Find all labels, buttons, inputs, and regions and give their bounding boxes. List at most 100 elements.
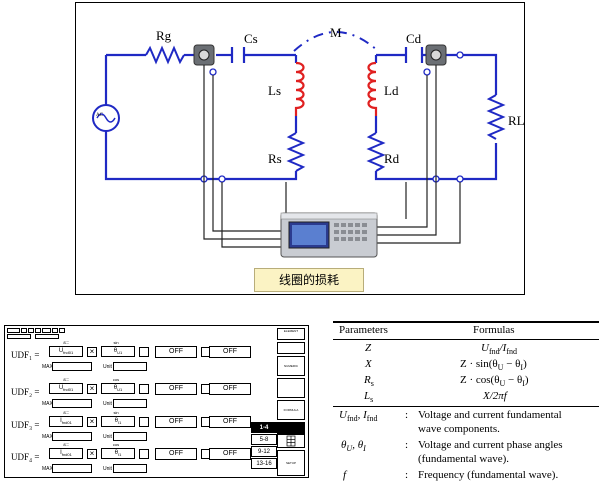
function-sub: I1 [118, 452, 122, 458]
resistor-rl-icon [486, 94, 506, 140]
label-ls: Ls [268, 83, 281, 98]
label-rs: Rs [268, 151, 282, 166]
off-field-2[interactable]: OFF [209, 383, 251, 395]
formula-z: Ufnd/Ifnd [481, 342, 517, 356]
numerator-caption: 8∶∶∶ [63, 410, 69, 415]
def-text: Voltage and current fundamental [418, 409, 562, 421]
max-label: MAX [42, 466, 53, 472]
def-text: Voltage and current phase angles [418, 439, 563, 451]
off-field-2[interactable]: OFF [209, 346, 251, 358]
off-field-2[interactable]: OFF [209, 448, 251, 460]
max-field[interactable] [52, 362, 92, 371]
grid-icon[interactable] [277, 434, 305, 448]
operator-slot[interactable] [139, 417, 149, 427]
operator-slot[interactable] [139, 347, 149, 357]
softkey-formula[interactable]: FORMULA [277, 400, 305, 420]
def-sym-theta-u: θ [341, 439, 347, 451]
function-caption: sin [113, 340, 119, 345]
unit-field[interactable] [113, 432, 147, 441]
formula-rs-mid: − θ [505, 374, 523, 386]
numerator-field[interactable]: Ufnd01 [49, 346, 83, 357]
numerator-text: I [60, 450, 62, 456]
unit-label: Unit [103, 466, 112, 472]
formula-rs-sub-a: U [499, 379, 506, 389]
softkey-active[interactable] [277, 422, 305, 434]
def-text: Frequency (fundamental wave). [418, 469, 559, 481]
numerator-sub: fnd01 [61, 420, 72, 426]
udf-label: UDF₃ = [11, 420, 40, 430]
table-mid-rule [333, 406, 599, 407]
operator-slot[interactable] [139, 449, 149, 459]
max-field[interactable] [52, 432, 92, 441]
function-caption: sin [113, 410, 119, 415]
formula-x-mid: − θ [503, 358, 521, 370]
circuit-diagram [92, 31, 506, 258]
label-rg: Rg [156, 28, 172, 43]
table-header-rule [333, 339, 599, 340]
off-field-1[interactable]: OFF [155, 383, 197, 395]
def-sym-i: , I [357, 409, 367, 421]
label-source: AC [96, 113, 103, 118]
numerator-sub: fnd01 [63, 350, 74, 356]
max-label: MAX [42, 434, 53, 440]
top-field [35, 334, 59, 339]
operator-button[interactable]: × [87, 347, 97, 357]
function-caption: cos [112, 377, 120, 382]
numerator-caption: 8∶∶∶ [63, 377, 69, 382]
caption: 线圈的损耗 [254, 268, 364, 292]
softkey-blank[interactable] [277, 378, 305, 398]
off-field-1[interactable]: OFF [155, 416, 197, 428]
tab-13-16[interactable]: 13-16 [251, 458, 277, 469]
resistor-rd-icon [366, 132, 386, 172]
max-label: MAX [42, 364, 53, 370]
unit-field[interactable] [113, 362, 147, 371]
coil-ls-icon [294, 61, 305, 116]
numerator-text: I [60, 418, 62, 424]
unit-field[interactable] [113, 399, 147, 408]
numerator-caption: 8∶∶∶ [63, 442, 69, 447]
operator-button[interactable]: × [87, 417, 97, 427]
numerator-field[interactable]: Ifnd01 [49, 416, 83, 427]
max-field[interactable] [52, 399, 92, 408]
off-field-1[interactable]: OFF [155, 346, 197, 358]
operator-button[interactable]: × [87, 449, 97, 459]
numerator-field[interactable]: Ufnd01 [49, 383, 83, 394]
tab-5-8[interactable]: 5-8 [251, 434, 277, 445]
param-rs: Rs [364, 374, 374, 388]
function-field[interactable]: θI1 [101, 448, 135, 459]
capacitor-cd-icon [404, 47, 424, 63]
off-field-1[interactable]: OFF [155, 448, 197, 460]
udf-label: UDF₁ = [11, 350, 40, 360]
unit-label: Unit [103, 401, 112, 407]
coil-ld-icon [367, 61, 378, 116]
softkey-numeric[interactable]: NUMERIC [277, 356, 305, 376]
def-sym-u-sub: fnd [346, 414, 358, 424]
function-field[interactable]: θU1 [101, 383, 135, 394]
numerator-field[interactable]: Ifnd01 [49, 448, 83, 459]
operator-slot[interactable] [139, 384, 149, 394]
tab-1-4[interactable]: 1-4 [251, 422, 277, 433]
def-sep: : [405, 439, 409, 451]
label-m: M [330, 25, 342, 40]
function-field[interactable]: θU1 [101, 346, 135, 357]
operator-button[interactable]: × [87, 384, 97, 394]
unit-field[interactable] [113, 464, 147, 473]
function-field[interactable]: θI1 [101, 416, 135, 427]
tab-9-12[interactable]: 9-12 [251, 446, 277, 457]
formula-z-u: U [481, 342, 489, 354]
formula-rs-end: ) [524, 374, 529, 386]
max-field[interactable] [52, 464, 92, 473]
top-field [52, 328, 58, 333]
resistor-rs-icon [286, 132, 306, 172]
softkey-blank[interactable] [277, 342, 305, 354]
top-field [7, 334, 31, 339]
softkey-setup[interactable]: SETUP [277, 450, 305, 476]
def-symbol-theta: θU, θI [341, 439, 366, 453]
softkey-element[interactable]: ELEMENT [277, 328, 305, 340]
current-probe-right-icon [423, 44, 464, 76]
formula-x-end: ) [523, 358, 527, 370]
off-field-2[interactable]: OFF [209, 416, 251, 428]
numerator-sub: fnd01 [61, 452, 72, 458]
function-text: θ [113, 385, 118, 391]
def-sep: : [405, 409, 409, 421]
